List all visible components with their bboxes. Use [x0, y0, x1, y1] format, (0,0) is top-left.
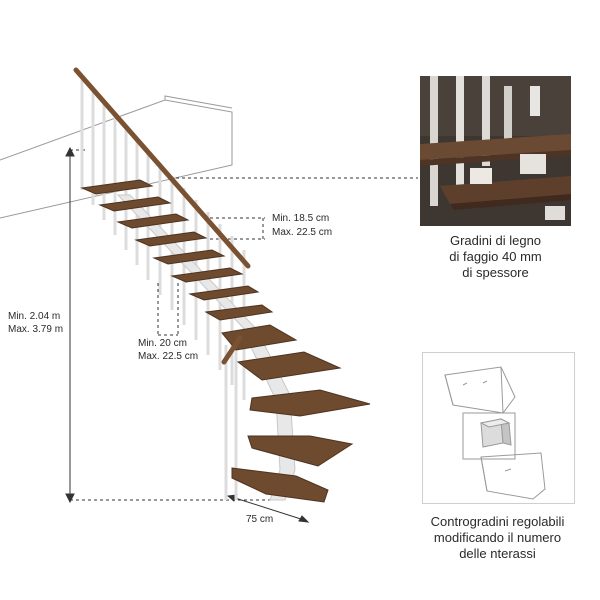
treads	[80, 179, 371, 503]
risers-caption-line2: modificando il numero	[433, 530, 562, 545]
treads-caption-line1: Gradini di legno	[449, 233, 542, 248]
tread-min-label: Min. 20 cm	[138, 338, 187, 349]
handrail	[73, 67, 251, 365]
riser-detail-drawing	[444, 366, 546, 500]
riser-detail-frame	[422, 352, 575, 504]
tread-closeup-image	[420, 76, 571, 226]
height-dimension-arrow	[65, 146, 75, 504]
floor-slab	[0, 95, 233, 219]
risers-caption-line1: Controgradini regolabili	[430, 514, 565, 529]
height-min-label: Min. 2.04 m	[8, 311, 61, 322]
treads-caption: Gradini di legno di faggio 40 mm di spes…	[420, 233, 571, 281]
treads-caption-line3: di spessore	[462, 265, 529, 280]
riser-max-label: Max. 22.5 cm	[272, 227, 333, 238]
risers-caption-line3: delle nterassi	[459, 546, 536, 561]
width-label: 75 cm	[246, 514, 274, 525]
treads-caption-line2: di faggio 40 mm	[449, 249, 542, 264]
tread-max-label: Max. 22.5 cm	[138, 351, 199, 362]
height-max-label: Max. 3.79 m	[8, 324, 64, 335]
risers-caption: Controgradini regolabili modificando il …	[410, 514, 585, 562]
tread-closeup-photo	[420, 76, 571, 226]
riser-min-label: Min. 18.5 cm	[272, 213, 330, 224]
